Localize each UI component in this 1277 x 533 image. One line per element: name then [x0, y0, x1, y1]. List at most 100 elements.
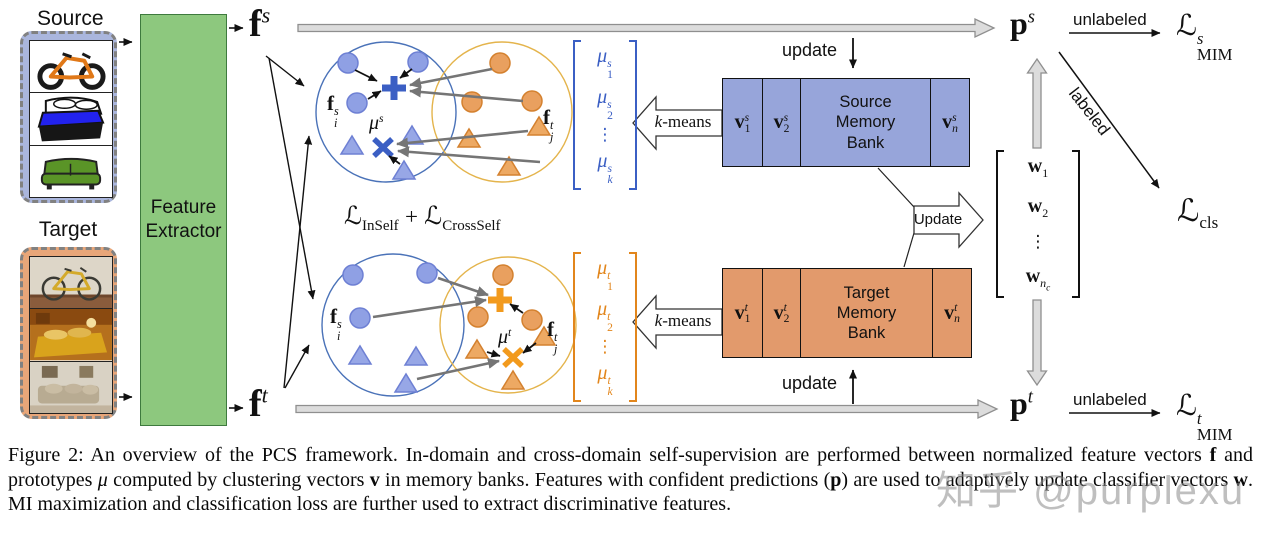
- bottom-in-domain-arrows: [486, 303, 537, 358]
- bottom-blue-triangles: [347, 344, 429, 393]
- source-image-frame: [29, 40, 113, 198]
- bottom-orange-cluster-circle: [439, 256, 577, 394]
- source-bank-to-update-line: [877, 167, 915, 208]
- input-arrows: [119, 24, 244, 412]
- top-in-domain-arrows: [354, 68, 413, 165]
- w-1: w1: [1027, 155, 1049, 180]
- w-nc: wnc: [1025, 264, 1051, 293]
- update-mid-arrow: [913, 191, 984, 249]
- mu-t-label: μt: [498, 326, 512, 349]
- f-s-label: fs: [249, 2, 271, 45]
- right-bracket: [629, 252, 637, 402]
- ps-labeled-arrow: [1058, 51, 1160, 189]
- top-blue-cluster-circle: [315, 41, 457, 183]
- fs-to-top-cluster-arrow: [265, 55, 305, 87]
- w-to-pt-gray-arrow: [1026, 299, 1048, 387]
- left-bracket: [573, 252, 581, 402]
- fs-to-ps-gray-arrow: [297, 17, 996, 39]
- w-classifier-vector: w1 w2 ⋮ wnc: [996, 150, 1080, 298]
- unlabeled-top-label: unlabeled: [1073, 10, 1147, 29]
- target-image-frame: [29, 256, 113, 414]
- f-t-label: ft: [249, 382, 268, 425]
- figure-caption: Figure 2: An overview of the PCS framewo…: [8, 444, 1253, 516]
- mountain-bike-clipart: [30, 41, 112, 94]
- vertical-dots: ⋮: [1029, 232, 1047, 253]
- loss-cls-label: ℒcls: [1177, 193, 1219, 233]
- top-blue-dots: [337, 51, 429, 114]
- vertical-dots: ⋮: [596, 337, 614, 357]
- target-label: Target: [38, 218, 98, 241]
- left-bracket: [573, 40, 581, 190]
- source-image-stack: [20, 31, 117, 203]
- couch-clipart: [30, 145, 112, 197]
- bottom-cross-domain-arrows: [372, 276, 500, 381]
- living-room-photo: [30, 361, 112, 413]
- top-cross-domain-arrows: [396, 67, 541, 164]
- right-bracket: [629, 40, 637, 190]
- kmeans-bottom-arrow: [632, 294, 723, 350]
- update-arrows: [849, 38, 984, 404]
- fs-to-bottom-cluster-arrow: [268, 57, 316, 300]
- feature-extractor-label: Feature Extractor: [145, 197, 222, 242]
- p-s-label: ps: [1010, 5, 1036, 41]
- target-prototype-plus: [488, 288, 512, 312]
- bottom-orange-triangles: [464, 325, 557, 390]
- road-bike-photo: [30, 257, 112, 310]
- watermark: 知乎 @purplexu: [936, 469, 1246, 513]
- right-bracket: [1072, 150, 1080, 298]
- target-bank-name: Target Memory Bank: [801, 269, 933, 357]
- kmeans-top-arrow: [632, 95, 723, 151]
- bed-clipart: [30, 93, 112, 146]
- source-label: Source: [37, 7, 104, 30]
- kmeans-top-label: k-means: [654, 112, 712, 131]
- loss-arrows: [1058, 29, 1161, 417]
- bottom-orange-dots: [467, 264, 543, 331]
- update-mid-label: Update: [913, 211, 963, 228]
- bottom-blue-cluster-circle: [321, 253, 465, 397]
- target-bank-to-update-line: [903, 232, 915, 268]
- p-t-label: pt: [1010, 385, 1033, 421]
- ft-to-pt-gray-arrow: [295, 398, 999, 420]
- kmeans-bottom-label: k-means: [654, 311, 712, 330]
- mu-s-label: μs: [369, 112, 384, 135]
- gray-feature-arrows: [295, 17, 1048, 420]
- source-bank-name: Source Memory Bank: [801, 79, 931, 166]
- target-prototype-x: [502, 347, 524, 368]
- left-bracket: [996, 150, 1004, 298]
- w-to-ps-gray-arrow: [1026, 57, 1048, 149]
- unlabeled-bottom-label: unlabeled: [1073, 390, 1147, 409]
- top-orange-triangles: [456, 115, 552, 176]
- kmeans-arrows: [632, 95, 723, 350]
- target-image-stack: [20, 247, 117, 419]
- update-bottom-label: update: [782, 373, 838, 393]
- bottom-cluster: [321, 253, 577, 397]
- feature-extractor-box: Feature Extractor: [140, 14, 227, 426]
- source-prototype-plus: [382, 76, 406, 100]
- self-supervision-loss-label: ℒInSelf + ℒCrossSelf: [344, 201, 501, 234]
- ft-to-bottom-cluster-arrow: [284, 344, 310, 389]
- top-orange-cluster-circle: [431, 41, 573, 183]
